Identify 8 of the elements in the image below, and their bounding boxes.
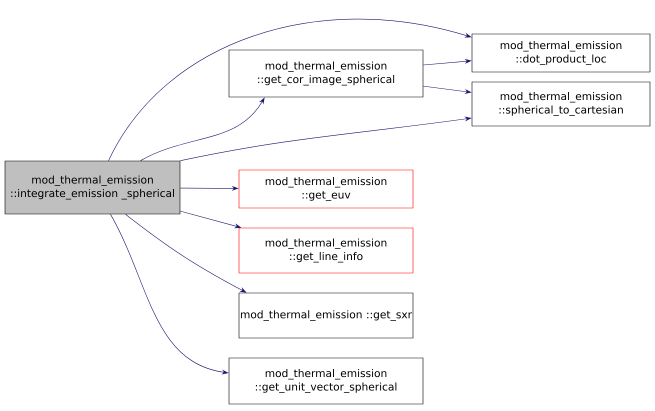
function-box: mod_thermal_emission ::get_unit_vector_spherical xyxy=(228,358,424,404)
function-box: mod_thermal_emission ::get_cor_image_spherical xyxy=(228,50,424,98)
function-box: mod_thermal_emission ::spherical_to_cartesian xyxy=(472,82,650,126)
function-box: mod_thermal_emission ::get_sxr xyxy=(238,292,414,338)
function-box: mod_thermal_emission ::get_euv xyxy=(238,170,414,208)
function-box: mod_thermal_emission ::dot_product_loc xyxy=(472,34,650,72)
function-box: mod_thermal_emission ::get_line_info xyxy=(238,228,414,274)
function-box: mod_thermal_emission ::integrate_emission _spherical xyxy=(4,160,180,214)
